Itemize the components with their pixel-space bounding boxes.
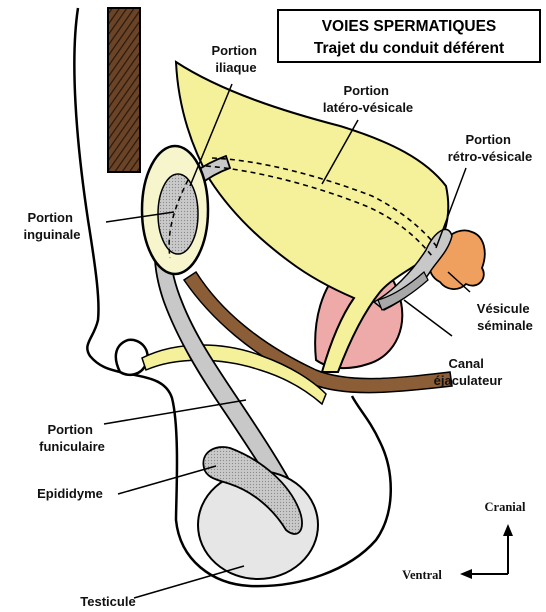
leader-epididyme	[118, 466, 216, 494]
cranial-arrowhead	[503, 524, 513, 536]
label-vesicule-seminale: Vésicule séminale	[477, 301, 533, 333]
label-portion-inguinale: Portion inguinale	[23, 210, 80, 242]
label-portion-iliaque: Portion iliaque	[211, 43, 260, 75]
label-portion-latero-vesicale: Portion latéro-vésicale	[323, 83, 413, 115]
label-epididyme: Epididyme	[37, 486, 103, 501]
ventral-arrowhead	[460, 569, 472, 579]
title-line2: Trajet du conduit déférent	[314, 40, 504, 57]
title-line1: VOIES SPERMATIQUES	[322, 18, 497, 35]
label-cranial: Cranial	[485, 500, 527, 514]
abdominal-wall	[108, 8, 140, 172]
leader-canal-ejaculateur	[404, 300, 452, 336]
label-testicule: Testicule	[80, 594, 135, 609]
label-ventral: Ventral	[402, 568, 442, 582]
label-portion-funiculaire: Portion funiculaire	[39, 422, 105, 454]
label-portion-retro-vesicale: Portion rétro-vésicale	[448, 132, 533, 164]
